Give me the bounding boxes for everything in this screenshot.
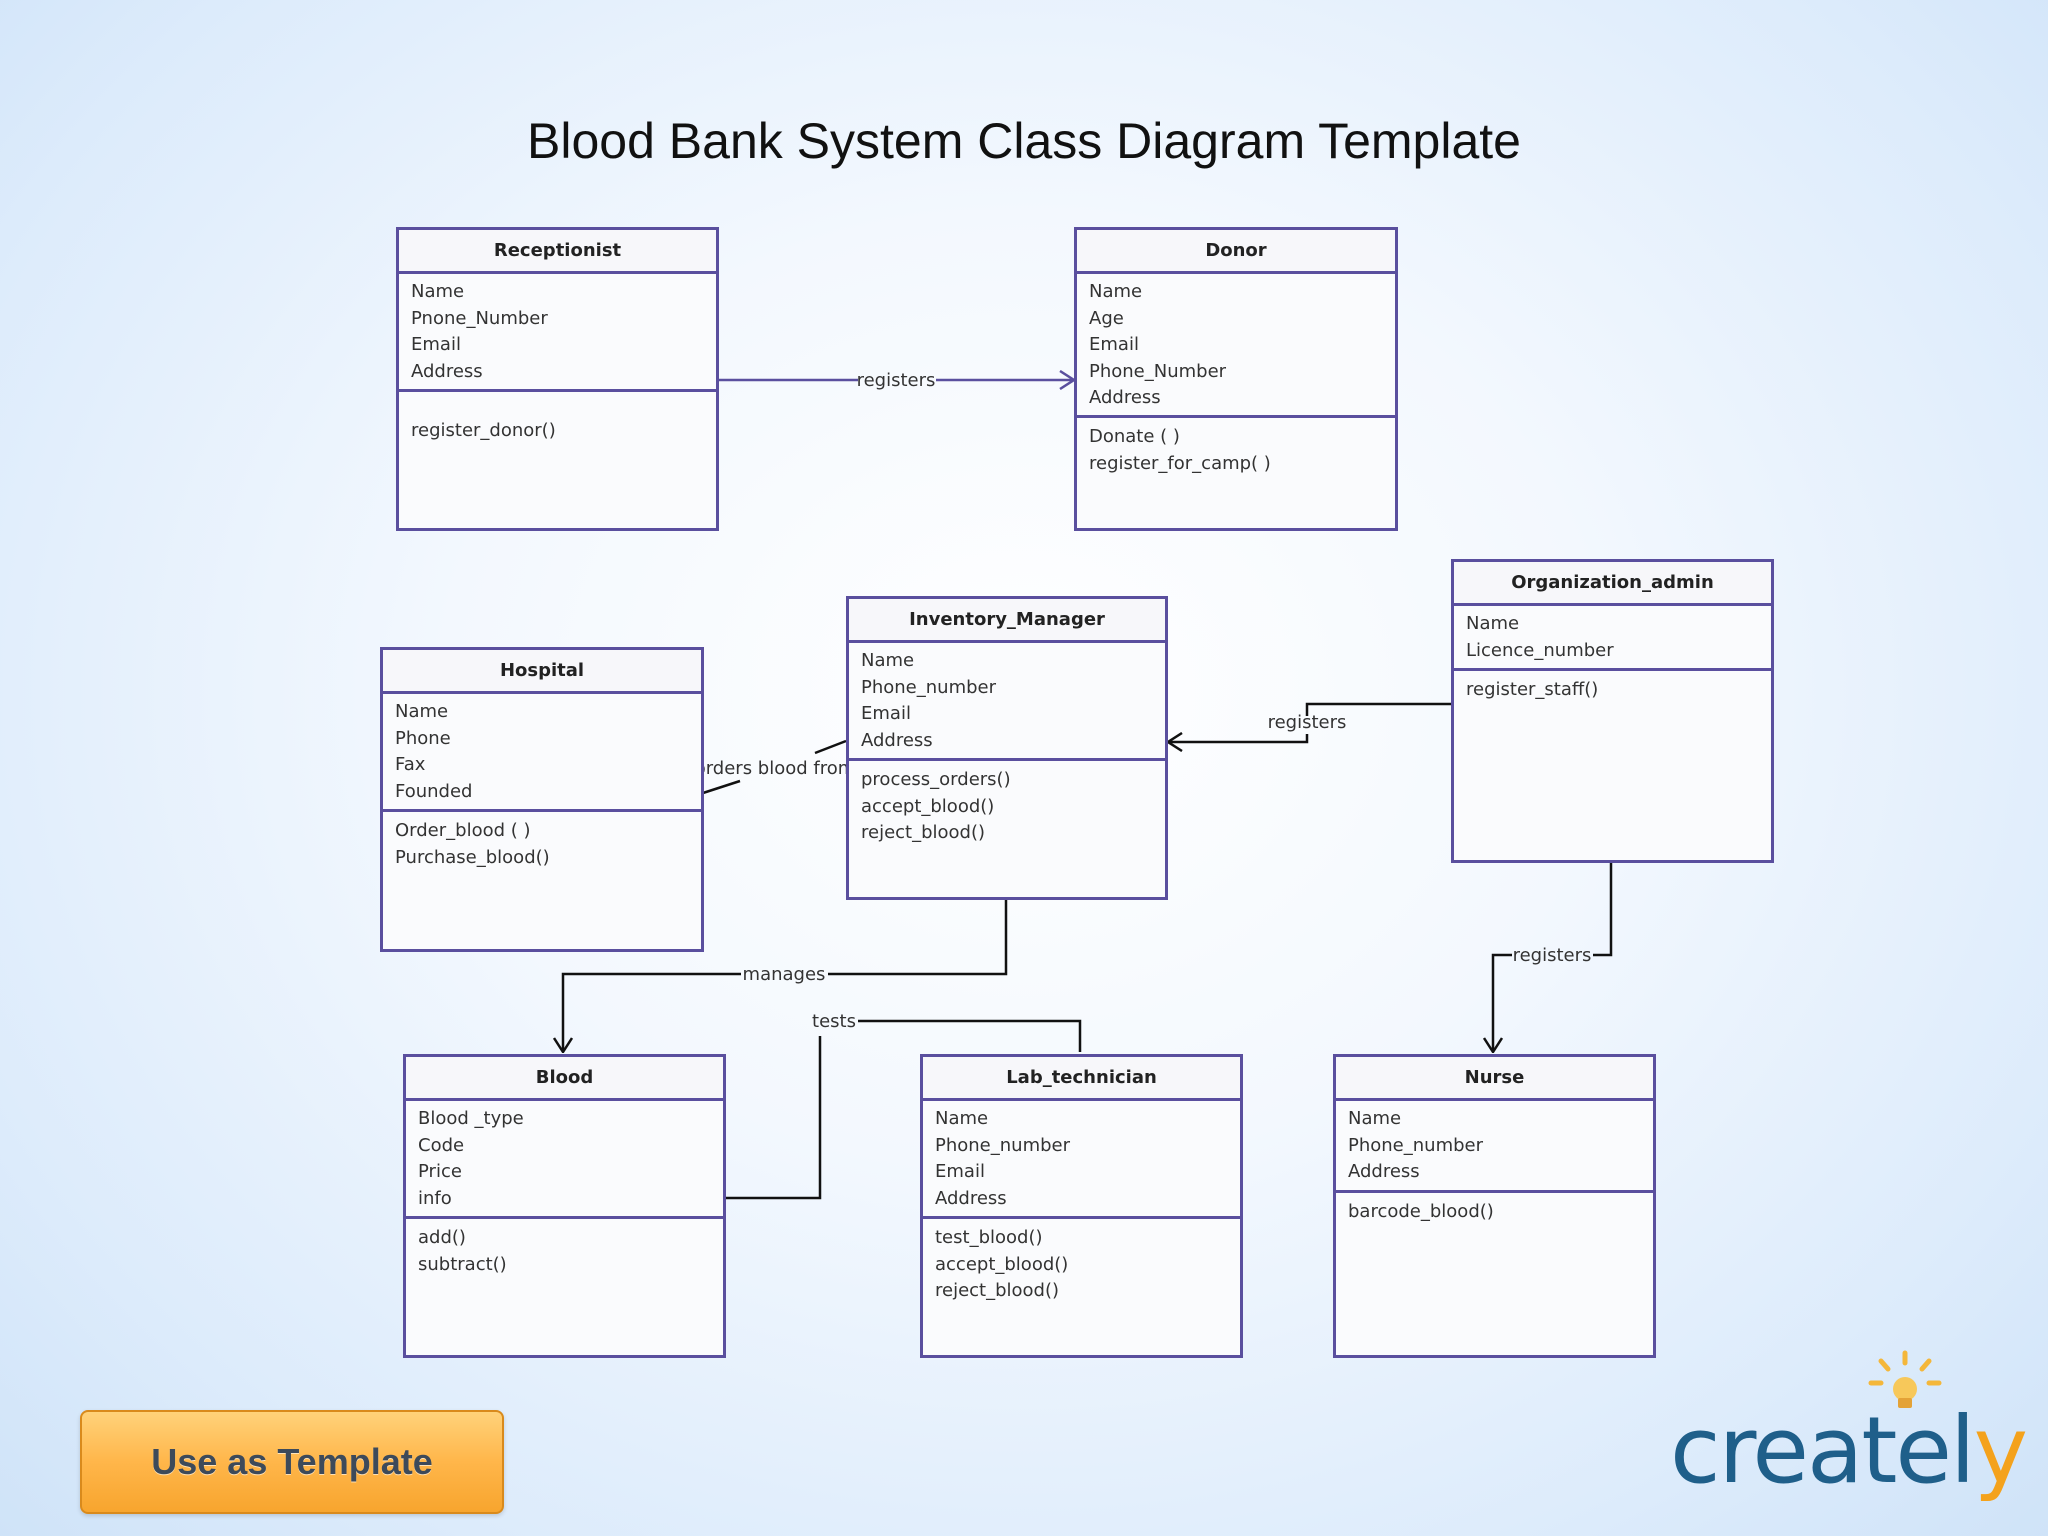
- page-title: Blood Bank System Class Diagram Template: [527, 113, 1521, 169]
- class-name: Lab_technician: [923, 1057, 1240, 1101]
- operation: Purchase_blood(): [395, 846, 550, 868]
- attribute: info: [418, 1187, 452, 1209]
- class-attributes: Name Phone_number Address: [1336, 1101, 1653, 1193]
- relation-admin-nurse: registers: [1493, 860, 1613, 1052]
- operation: register_for_camp( ): [1089, 452, 1271, 474]
- class-lab-technician[interactable]: Lab_technician Name Phone_number Email A…: [920, 1054, 1243, 1358]
- operation: test_blood(): [935, 1227, 1043, 1248]
- class-name: Nurse: [1336, 1057, 1653, 1101]
- attribute: Email: [411, 334, 461, 355]
- class-attributes: Name Pnone_Number Email Address: [399, 274, 716, 392]
- attribute: Address: [1348, 1161, 1420, 1182]
- attribute: Email: [861, 703, 911, 724]
- attribute: Phone_Number: [1089, 360, 1227, 382]
- relation-label: tests: [812, 1011, 856, 1032]
- attribute: Pnone_Number: [411, 307, 548, 329]
- attribute: Address: [935, 1187, 1007, 1209]
- operation: accept_blood(): [935, 1253, 1069, 1275]
- class-name: Donor: [1077, 230, 1395, 274]
- class-hospital[interactable]: Hospital Name Phone Fax Founded Order_bl…: [380, 647, 704, 952]
- class-operations: register_staff(): [1454, 671, 1771, 704]
- class-attributes: Name Licence_number: [1454, 606, 1771, 671]
- logo-text: creately: [1670, 1397, 2028, 1504]
- attribute: Blood _type: [418, 1108, 524, 1129]
- attribute: Founded: [395, 780, 473, 802]
- operation: reject_blood(): [935, 1280, 1060, 1301]
- attribute: Age: [1089, 307, 1124, 329]
- relation-label: orders blood from: [695, 758, 856, 779]
- class-operations: process_orders() accept_blood() reject_b…: [849, 761, 1165, 847]
- attribute: Address: [861, 729, 933, 751]
- class-name: Organization_admin: [1454, 562, 1771, 606]
- attribute: Address: [411, 360, 483, 382]
- class-organization-admin[interactable]: Organization_admin Name Licence_number r…: [1451, 559, 1774, 863]
- relation-admin-inventory: registers: [1168, 702, 1451, 742]
- operation: add(): [418, 1227, 466, 1248]
- attribute: Code: [418, 1134, 465, 1156]
- relation-label: registers: [1268, 712, 1347, 733]
- attribute: Name: [935, 1108, 989, 1129]
- class-operations: barcode_blood(): [1336, 1193, 1653, 1226]
- operation: register_donor(): [411, 420, 556, 441]
- attribute: Name: [411, 281, 465, 302]
- class-operations: add() subtract(): [406, 1219, 723, 1278]
- operation: reject_blood(): [861, 822, 986, 843]
- class-operations: test_blood() accept_blood() reject_blood…: [923, 1219, 1240, 1305]
- operation: register_staff(): [1466, 679, 1599, 700]
- relation-receptionist-donor: registers: [719, 370, 1074, 391]
- creately-logo[interactable]: creately: [1670, 1345, 2028, 1515]
- operation: accept_blood(): [861, 795, 995, 817]
- operation: Order_blood ( ): [395, 820, 531, 841]
- attribute: Name: [1348, 1108, 1402, 1129]
- class-inventory-manager[interactable]: Inventory_Manager Name Phone_number Emai…: [846, 596, 1168, 900]
- attribute: Phone_number: [861, 676, 997, 698]
- relation-label: manages: [743, 964, 826, 985]
- attribute: Price: [418, 1161, 462, 1182]
- class-nurse[interactable]: Nurse Name Phone_number Address barcode_…: [1333, 1054, 1656, 1358]
- attribute: Phone_number: [935, 1134, 1071, 1156]
- use-as-template-button[interactable]: Use as Template: [80, 1410, 504, 1514]
- class-operations: Order_blood ( ) Purchase_blood(): [383, 812, 701, 871]
- attribute: Licence_number: [1466, 639, 1614, 661]
- class-blood[interactable]: Blood Blood _type Code Price info add() …: [403, 1054, 726, 1358]
- operation: barcode_blood(): [1348, 1201, 1494, 1222]
- attribute: Name: [1466, 613, 1520, 634]
- class-name: Inventory_Manager: [849, 599, 1165, 643]
- operation: process_orders(): [861, 769, 1011, 790]
- relation-lab-blood: tests: [726, 1011, 1082, 1200]
- attribute: Phone_number: [1348, 1134, 1484, 1156]
- class-receptionist[interactable]: Receptionist Name Pnone_Number Email Add…: [396, 227, 719, 531]
- class-attributes: Blood _type Code Price info: [406, 1101, 723, 1219]
- class-operations: Donate ( ) register_for_camp( ): [1077, 418, 1395, 477]
- attribute: Fax: [395, 754, 426, 775]
- lightbulb-icon: [1868, 1350, 1942, 1408]
- attribute: Name: [1089, 281, 1143, 302]
- class-operations: register_donor(): [399, 392, 716, 445]
- class-name: Receptionist: [399, 230, 716, 274]
- class-attributes: Name Age Email Phone_Number Address: [1077, 274, 1395, 418]
- class-name: Hospital: [383, 650, 701, 694]
- relation-label: registers: [1513, 945, 1592, 966]
- relation-label: registers: [857, 370, 936, 391]
- operation: subtract(): [418, 1253, 507, 1275]
- operation: Donate ( ): [1089, 426, 1180, 447]
- attribute: Name: [861, 650, 915, 671]
- class-attributes: Name Phone_number Email Address: [849, 643, 1165, 761]
- class-attributes: Name Phone_number Email Address: [923, 1101, 1240, 1219]
- relation-hospital-inventory: orders blood from: [695, 739, 856, 795]
- class-donor[interactable]: Donor Name Age Email Phone_Number Addres…: [1074, 227, 1398, 531]
- class-attributes: Name Phone Fax Founded: [383, 694, 701, 812]
- attribute: Address: [1089, 387, 1161, 408]
- attribute: Email: [1089, 334, 1139, 355]
- class-name: Blood: [406, 1057, 723, 1101]
- relation-inventory-blood: manages: [563, 897, 1008, 1052]
- attribute: Email: [935, 1161, 985, 1182]
- attribute: Name: [395, 701, 449, 722]
- attribute: Phone: [395, 727, 451, 749]
